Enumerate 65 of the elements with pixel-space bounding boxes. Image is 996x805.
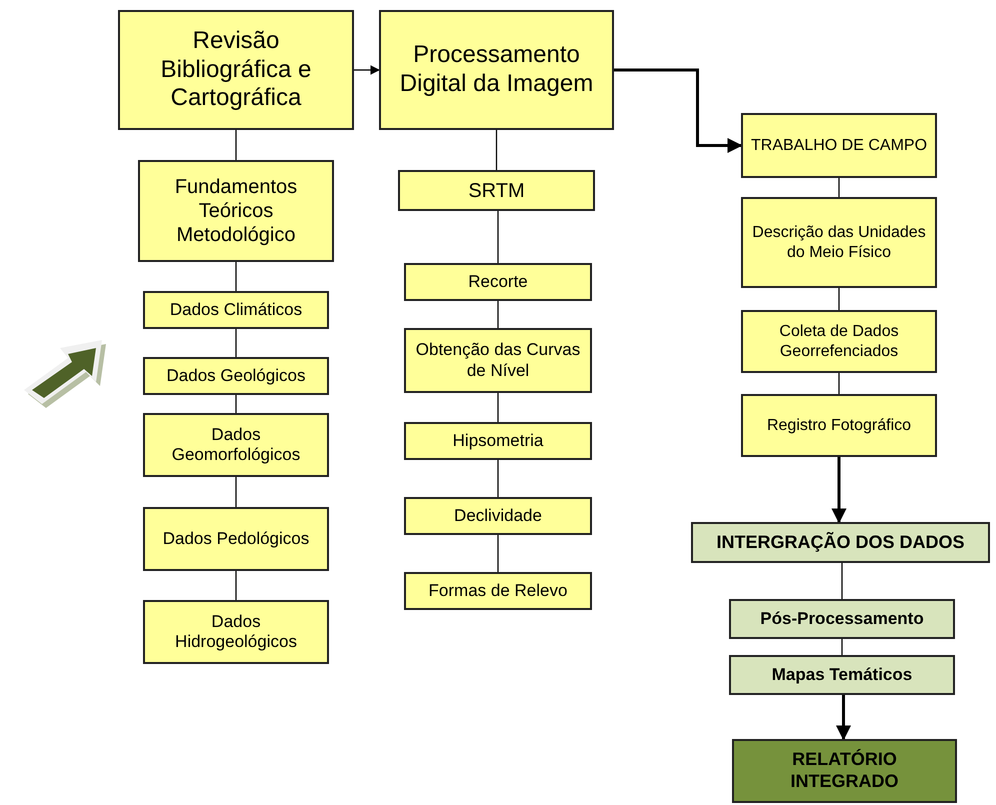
connector-line (497, 393, 499, 422)
process-box (404, 497, 592, 535)
process-box (404, 263, 592, 301)
process-box (741, 113, 937, 178)
box-label: Dados Geológicos (166, 366, 306, 386)
connector-line (235, 329, 237, 357)
process-box (741, 310, 937, 373)
box-label: Recorte (468, 272, 528, 292)
process-box (741, 394, 937, 457)
box-label: INTERGRAÇÃO DOS DADOS (716, 532, 964, 554)
connector-line (235, 262, 237, 291)
process-box (143, 291, 329, 329)
connector-line (497, 535, 499, 572)
process-box (691, 522, 990, 563)
process-box (404, 572, 592, 610)
connector-line (235, 571, 237, 600)
box-label: Dados Climáticos (170, 300, 302, 320)
connector-line (841, 639, 843, 655)
box-label: TRABALHO DE CAMPO (750, 136, 928, 156)
process-box (732, 739, 957, 803)
process-box (404, 328, 592, 393)
box-label: RELATÓRIO INTEGRADO (790, 749, 900, 793)
box-label: Descrição das Unidades do Meio Físico (751, 223, 927, 262)
process-box (729, 599, 955, 639)
connector-line (235, 477, 237, 507)
process-box (729, 655, 955, 695)
connector-line (235, 130, 237, 160)
arrow (836, 695, 851, 740)
process-box (143, 357, 329, 395)
box-label: Fundamentos Teóricos Metodológico (174, 175, 298, 247)
box-label: Dados Pedológicos (162, 528, 310, 550)
process-box (118, 10, 354, 130)
process-box (138, 160, 334, 262)
process-box (741, 197, 937, 288)
connector-line (497, 301, 499, 328)
connector-line (838, 373, 840, 394)
connector-line (838, 288, 840, 310)
box-label: Dados Geomorfológicos (170, 424, 302, 466)
box-label: Pós-Processamento (760, 608, 924, 630)
connector-line (497, 211, 499, 263)
connector-line (496, 130, 498, 170)
box-label: Mapas Temáticos (772, 664, 912, 686)
box-label: SRTM (468, 178, 525, 202)
box-label: Registro Fotográfico (766, 416, 912, 436)
process-box (398, 170, 595, 211)
connector-line (841, 563, 843, 599)
box-label: Revisão Bibliográfica e Cartográfica (160, 26, 312, 114)
box-label: Hipsometria (452, 430, 544, 452)
box-label: Formas de Relevo (428, 580, 568, 602)
connector-line (497, 460, 499, 497)
process-box (143, 413, 329, 477)
box-label: Processamento Digital da Imagem (398, 41, 594, 99)
process-box (379, 10, 614, 130)
box-label: Obtenção das Curvas de Nível (414, 340, 582, 381)
arrow (354, 65, 380, 75)
box-label: Dados Hidrogeológicos (174, 612, 298, 652)
connector-line (838, 178, 840, 197)
box-label: Declividade (454, 506, 542, 526)
process-box (143, 600, 329, 664)
process-box (404, 422, 592, 460)
connector-line (235, 395, 237, 413)
arrow (614, 68, 742, 153)
arrow (832, 457, 846, 524)
box-label: Coleta de Dados Georrefenciados (778, 322, 900, 361)
process-box (143, 507, 329, 571)
